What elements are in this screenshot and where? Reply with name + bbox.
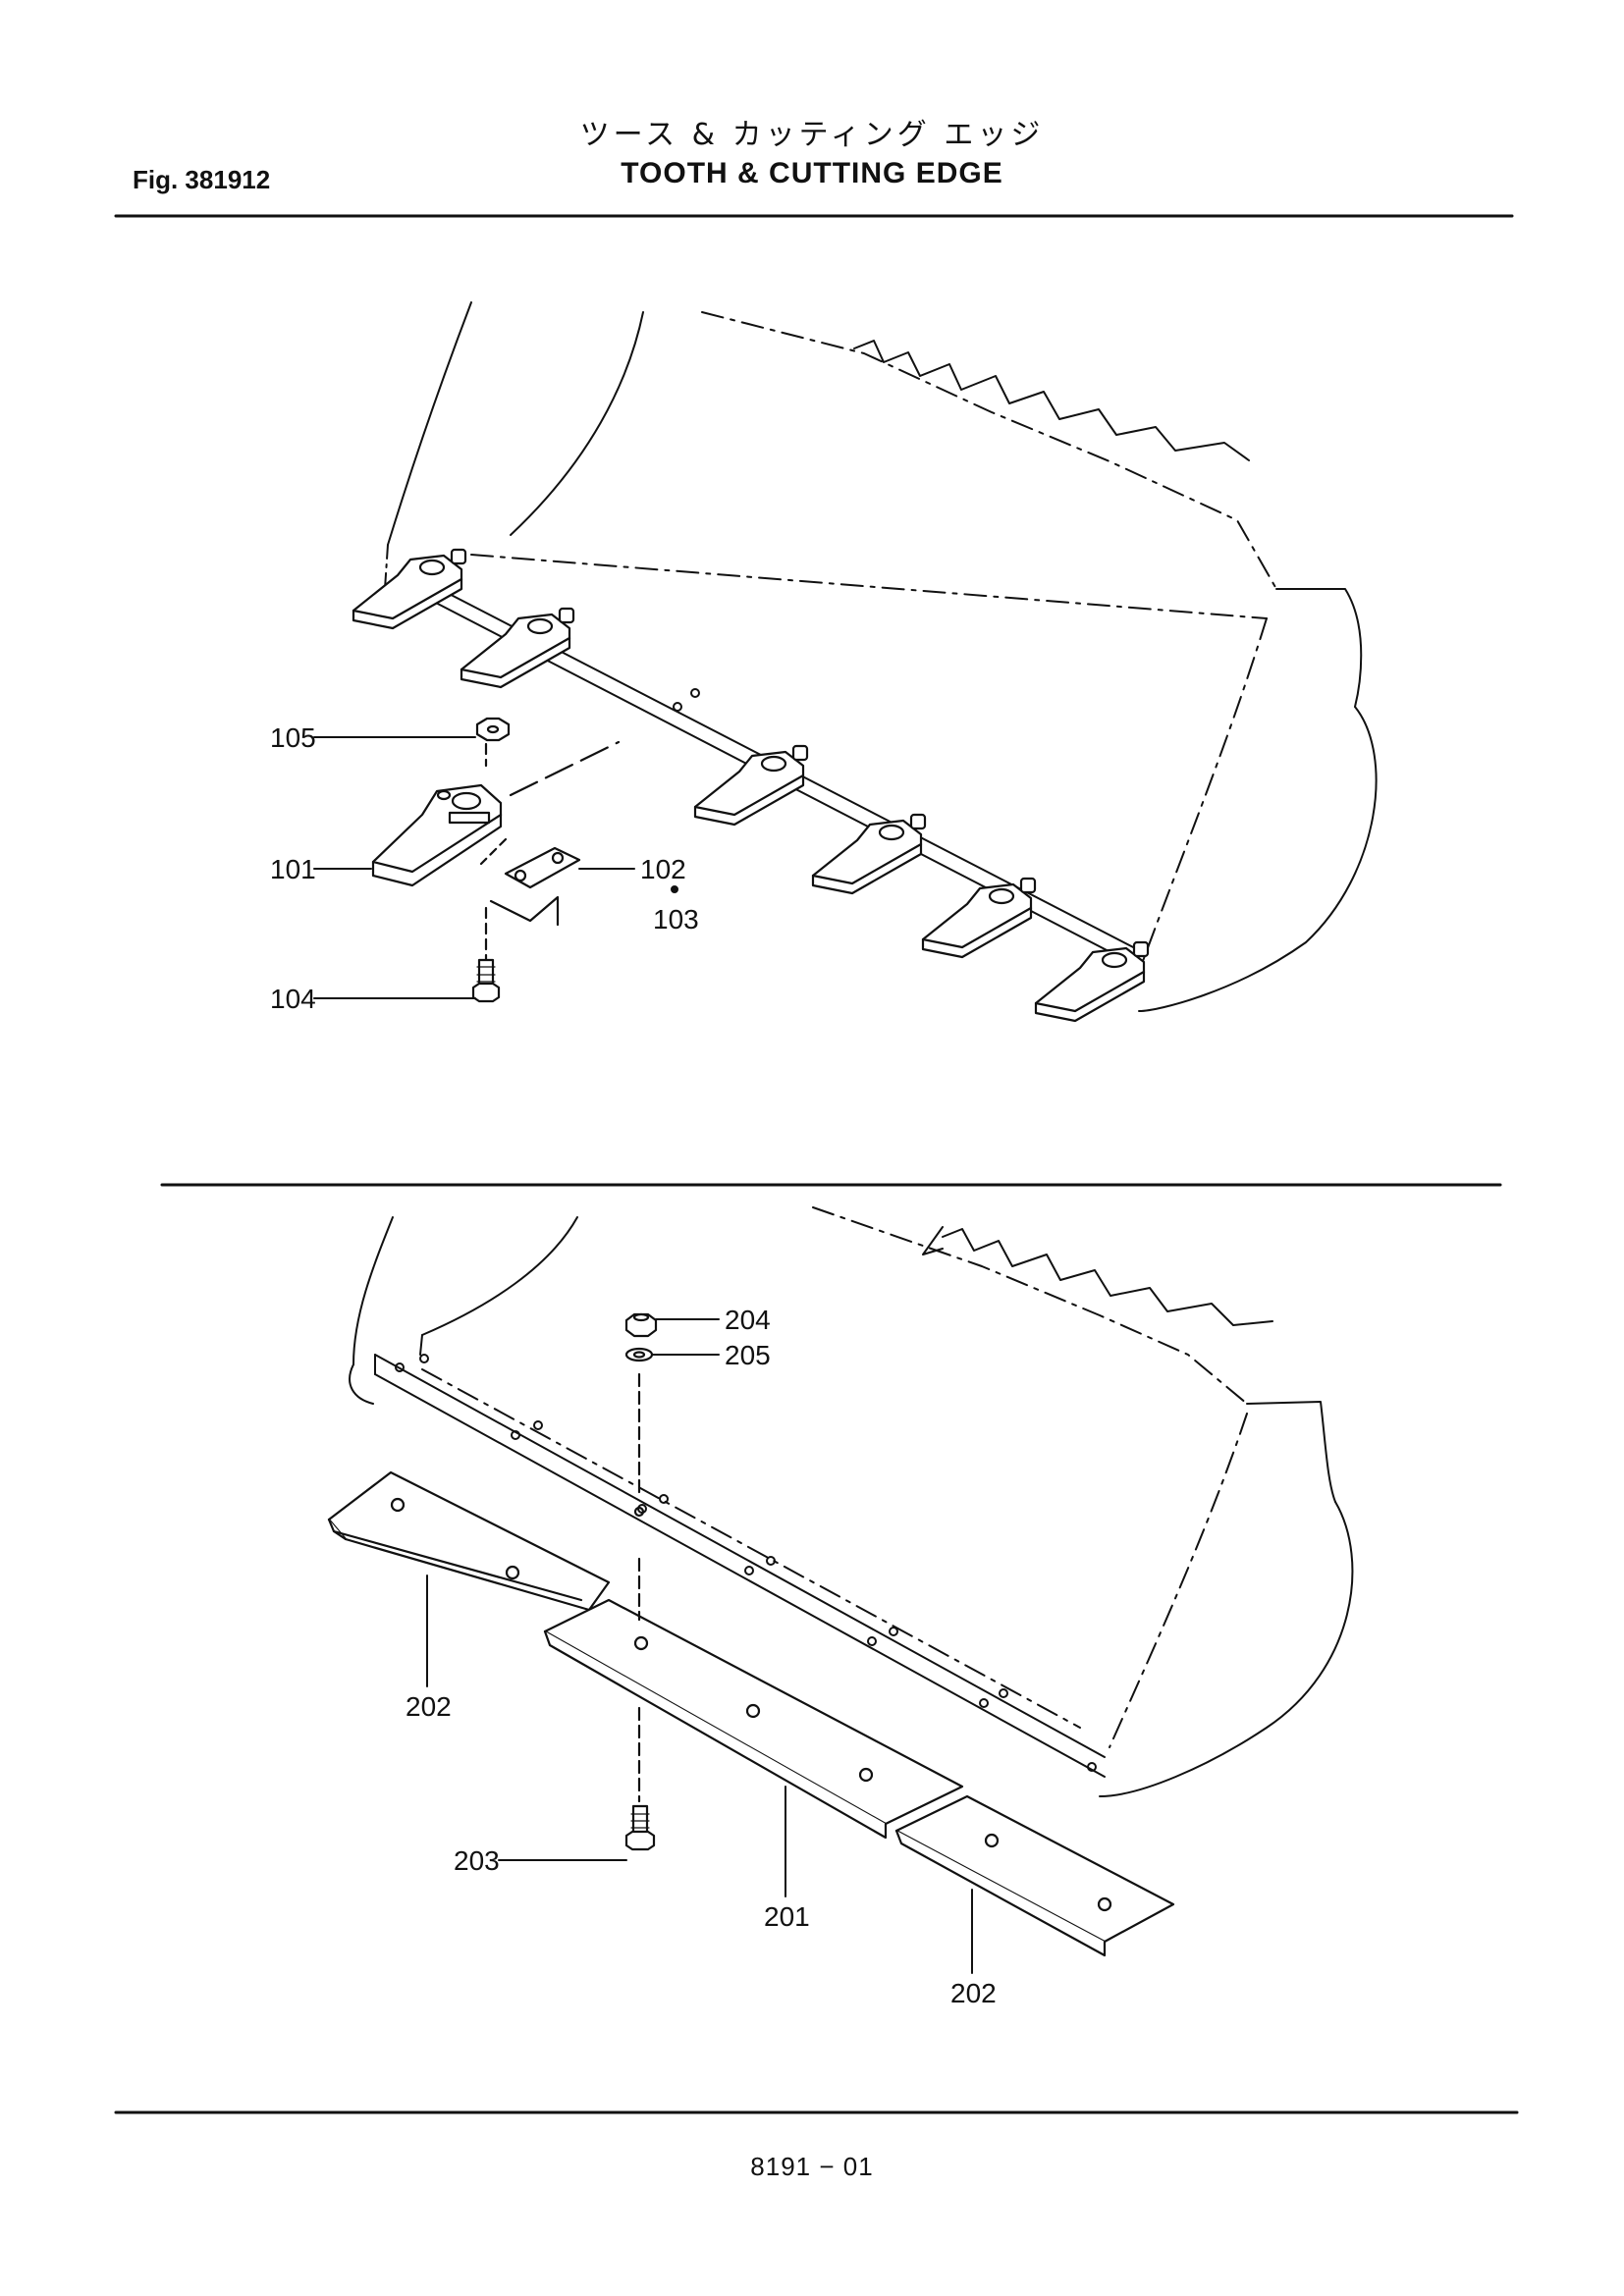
callout-204: 204 <box>725 1305 771 1335</box>
callout-102: 102 <box>640 854 686 884</box>
figure-number: Fig. 381912 <box>133 165 271 194</box>
tooth-5 <box>921 877 1037 959</box>
edge-201-center <box>543 1598 964 1840</box>
callout-101: 101 <box>270 854 316 884</box>
edge-202-right <box>894 1794 1175 1957</box>
callout-104: 104 <box>270 984 316 1014</box>
callout-201: 201 <box>764 1901 810 1932</box>
lower-fasteners <box>624 1312 658 1851</box>
edge-202-left <box>327 1470 611 1612</box>
cutting-edges <box>327 1470 1175 1957</box>
upper-bucket-outline <box>384 301 1378 1012</box>
nut-105 <box>475 717 511 742</box>
exploded-tooth-assembly <box>371 717 621 1003</box>
callout-labels: 105 101 102 103 104 204 205 202 203 201 … <box>270 722 997 2008</box>
page-number: 8191 − 01 <box>750 2152 874 2181</box>
lower-bucket-outline <box>349 1206 1354 1797</box>
page-title-japanese: ツース & カッティング エッジ <box>579 118 1045 152</box>
lower-base-edge <box>374 1354 1106 1778</box>
page-title-english: TOOTH & CUTTING EDGE <box>621 157 1003 189</box>
callout-202-left: 202 <box>406 1691 452 1722</box>
shim-102-103 <box>504 846 581 889</box>
callout-203: 203 <box>454 1845 500 1876</box>
callout-202-right: 202 <box>950 1978 997 2008</box>
callout-205: 205 <box>725 1340 771 1370</box>
nut-204 <box>624 1312 658 1338</box>
upper-leaders <box>313 736 678 999</box>
tooth-101 <box>371 783 503 887</box>
washer-205 <box>624 1347 654 1362</box>
bucket-teeth <box>352 548 1150 1023</box>
bolt-203 <box>624 1804 656 1851</box>
tooth-4 <box>811 813 927 895</box>
tooth-6 <box>1034 940 1150 1023</box>
lower-leaders <box>426 1318 973 1974</box>
bolt-104 <box>471 958 501 1003</box>
tooth-2 <box>460 607 575 689</box>
callout-105: 105 <box>270 722 316 753</box>
tooth-1 <box>352 548 467 630</box>
tooth-3 <box>693 744 809 827</box>
callout-103: 103 <box>653 904 699 934</box>
